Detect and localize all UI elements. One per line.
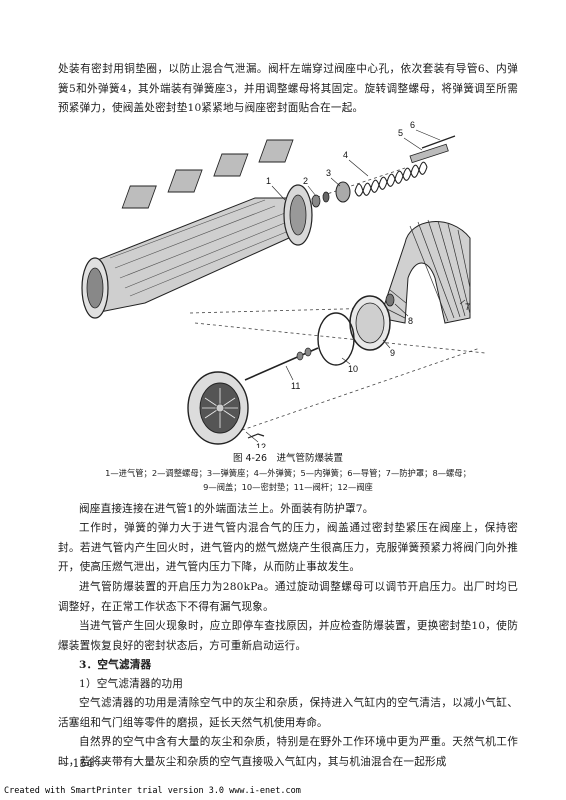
nut: [385, 293, 395, 307]
paragraph-dust: 自然界的空气中含有大量的灰尘和杂质，特别是在野外工作环境中更为严重。天然气机工作…: [58, 736, 518, 768]
sealing-gasket: [317, 312, 355, 366]
figure-legend: 1—进气管；2—调整螺母；3—弹簧座；4—外弹簧；5—内弹簧；6—导管；7—防护…: [58, 466, 518, 494]
callout-10: 10: [348, 364, 358, 374]
callout-9: 9: [390, 348, 395, 358]
watermark: Created with SmartPrinter trial version …: [4, 786, 301, 796]
callout-1: 1: [266, 176, 271, 186]
assembly-guide-lines: [189, 167, 486, 437]
paragraph-filter-function: 空气滤清器的功用是清除空气中的灰尘和杂质，保持进入气缸内的空气清洁，以减小气缸、…: [58, 697, 518, 729]
valve-stem: [244, 347, 319, 381]
protective-cover: [379, 219, 471, 324]
exploded-view-figure: 1 2 3 4 5 6 7 8 9 10 11 12: [50, 118, 520, 448]
callout-leaders: [245, 129, 466, 443]
section-heading: 3．空气滤清器: [79, 659, 152, 671]
subsection-heading: 1）空气滤清器的功用: [79, 678, 184, 690]
figure-drawing: 1 2 3 4 5 6 7 8 9 10 11 12: [81, 120, 486, 448]
callout-12: 12: [256, 442, 266, 448]
figure-legend-line-1: 1—进气管；2—调整螺母；3—弹簧座；4—外弹簧；5—内弹簧；6—导管；7—防护…: [105, 468, 471, 478]
paragraph-valve-seat: 阀座直接连接在进气管1的外端面法兰上。外面装有防护罩7。: [79, 503, 374, 515]
callout-7: 7: [465, 302, 470, 312]
figure-legend-line-2: 9—阀盖；10—密封垫；11—阀杆；12—阀座: [203, 482, 373, 492]
callout-5: 5: [398, 128, 403, 138]
callout-8: 8: [408, 316, 413, 326]
outer-spring: [354, 161, 428, 197]
valve-seat: [187, 371, 265, 445]
inner-spring-and-guide-tube: [409, 135, 456, 164]
callout-3: 3: [326, 168, 331, 178]
paragraph-operation: 工作时，弹簧的弹力大于进气管内混合气的压力，阀盖通过密封垫紧压在阀座上，保持密封…: [58, 522, 518, 573]
intake-pipe: [81, 139, 313, 319]
top-paragraph: 处装有密封用铜垫圈，以防止混合气泄漏。阀杆左端穿过阀座中心孔，依次套装有导管6、…: [58, 63, 518, 114]
figure-caption: 图 4-26 进气管防爆装置: [232, 453, 344, 464]
valve-cover: [349, 295, 391, 351]
callout-6: 6: [410, 120, 415, 130]
callout-11: 11: [291, 381, 300, 391]
paragraph-backfire: 当进气管产生回火现象时，应立即停车查找原因，并应检查防爆装置，更换密封垫10，使…: [58, 620, 518, 652]
paragraph-opening-pressure: 进气管防爆装置的开启压力为280kPa。通过旋动调整螺母可以调节开启压力。出厂时…: [58, 581, 518, 613]
adjusting-nut-and-spring-seat: [311, 181, 351, 208]
page-number: — 154 —: [58, 757, 108, 770]
callout-4: 4: [343, 150, 348, 160]
callout-2: 2: [303, 176, 308, 186]
